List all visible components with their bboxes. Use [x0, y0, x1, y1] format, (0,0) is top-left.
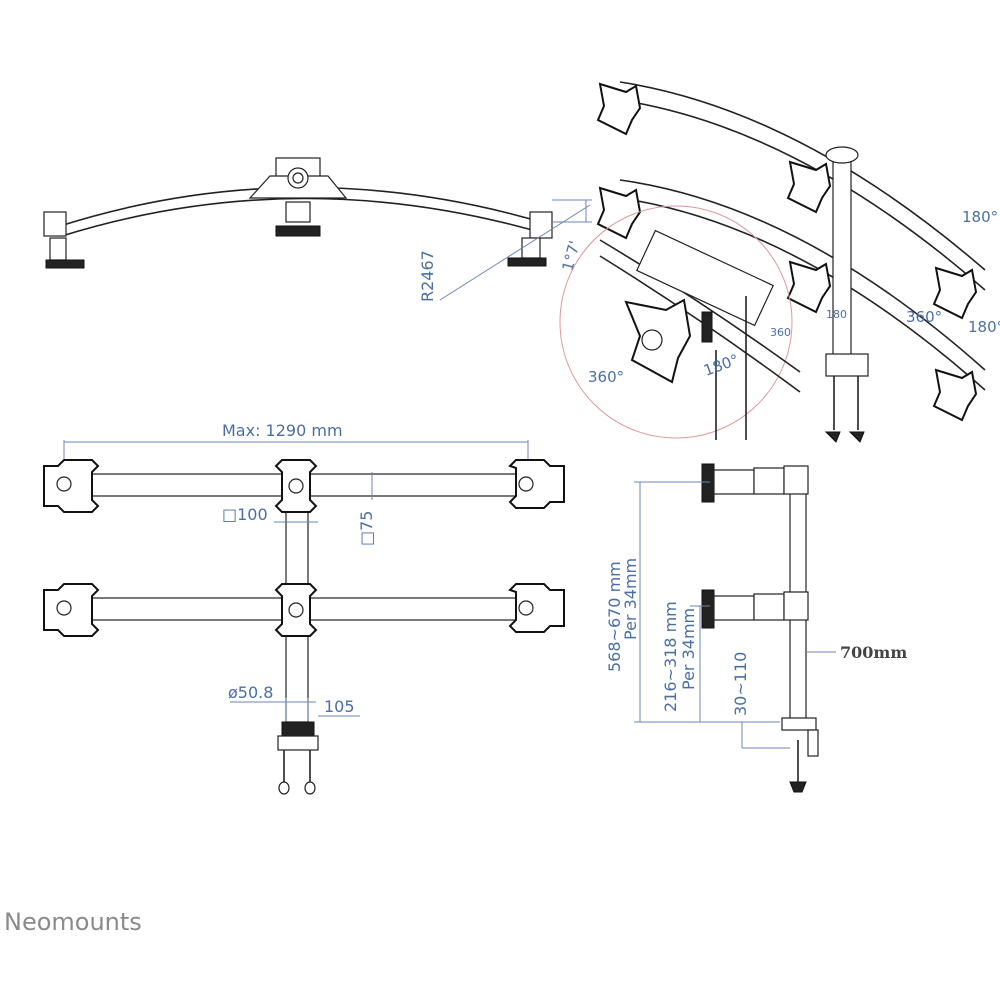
detail-zoom: 360° 180° [559, 205, 801, 440]
offset-105-label: 105 [324, 697, 355, 716]
perspective-view: 180° 180° 360° 360 180 [596, 81, 1000, 443]
tilt-180-label: 180° [701, 350, 741, 379]
tilt-180-label-b: 180° [968, 318, 1000, 336]
height-step-label: Per 34mm [621, 558, 640, 640]
radius-label: R2467 [418, 250, 437, 302]
max-width-label: Max: 1290 mm [222, 421, 343, 440]
pole-diameter-label: ø50.8 [228, 683, 273, 702]
swivel-360-label: 360° [588, 368, 624, 386]
pole-length-label: 700mm [840, 643, 907, 662]
small-180-label: 180 [826, 308, 847, 321]
vesa-100-label: □100 [222, 505, 268, 524]
height-range-label: 568~670 mm [605, 561, 624, 672]
top-view-curved-arm [43, 157, 553, 269]
clamp-range-label: 30~110 [731, 652, 750, 716]
front-view: Max: 1290 mm □100 □75 ø50.8 105 [43, 421, 565, 795]
swivel-360-label-b: 360° [906, 308, 942, 326]
side-view: 568~670 mm Per 34mm 216~318 mm Per 34mm … [605, 463, 907, 793]
lower-step-label: Per 34mm [679, 608, 698, 690]
tilt-angle-label: 1°7' [558, 239, 583, 273]
brand-logo: Neomounts [4, 908, 142, 936]
radius-dimension: R2467 1°7' [418, 199, 592, 302]
lower-range-label: 216~318 mm [661, 601, 680, 712]
vesa-75-label: □75 [357, 511, 376, 546]
small-360-label: 360 [770, 326, 791, 339]
tilt-180-label-c: 180° [962, 208, 998, 226]
